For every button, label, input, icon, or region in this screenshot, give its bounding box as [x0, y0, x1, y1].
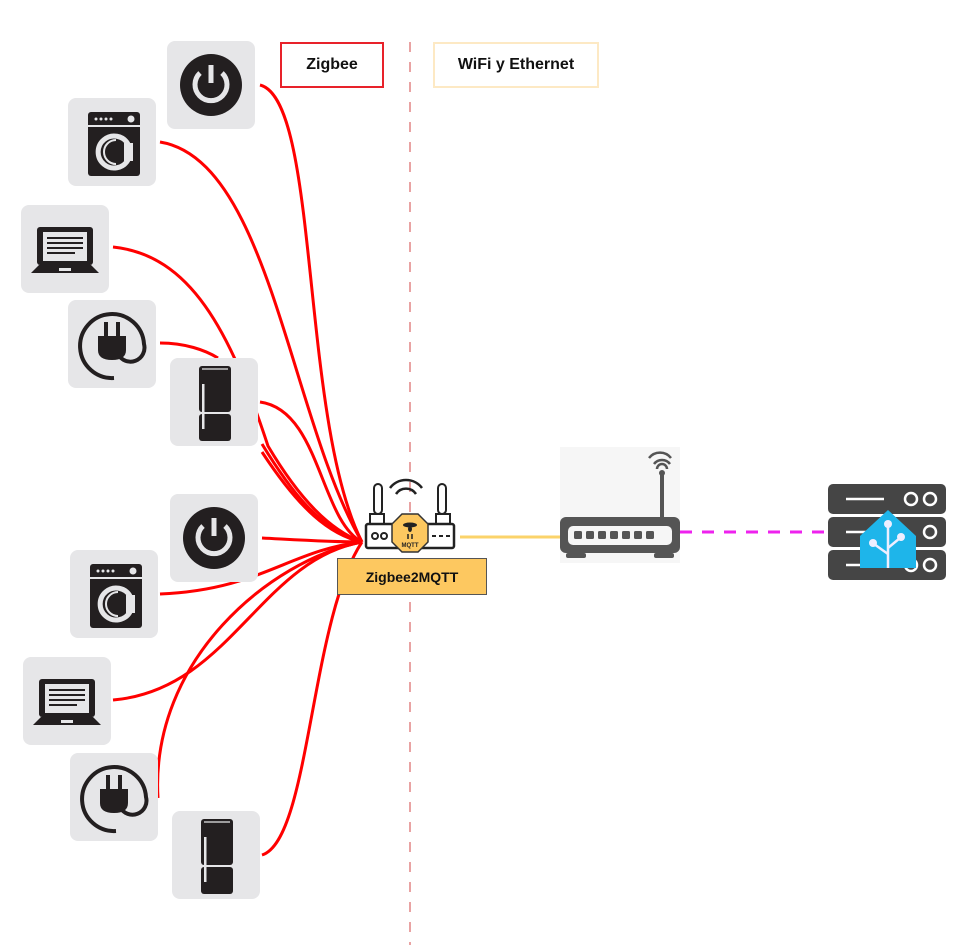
zigbee2mqtt-label: Zigbee2MQTT: [337, 558, 487, 595]
device-laptop-2[interactable]: [23, 657, 111, 745]
zigbee-link: [259, 83, 364, 543]
wifi-zone-label: WiFi y Ethernet: [433, 42, 599, 88]
device-laptop-1[interactable]: [21, 205, 109, 293]
power-button-icon: [183, 507, 245, 569]
wifi-router-icon: [560, 451, 680, 558]
device-washer-2[interactable]: [70, 550, 158, 638]
zigbee-link: [259, 400, 363, 544]
device-plug-1[interactable]: [68, 300, 156, 388]
washing-machine-icon: [90, 564, 142, 628]
device-power-2[interactable]: [170, 494, 258, 582]
laptop-icon: [33, 679, 101, 725]
wifi-router[interactable]: [560, 447, 680, 563]
mqtt-badge-text: MQTT: [402, 543, 419, 549]
washing-machine-icon: [88, 112, 140, 176]
power-plug-icon: [80, 765, 149, 834]
laptop-icon: [31, 227, 99, 273]
power-plug-icon: [78, 312, 147, 381]
device-fridge-1[interactable]: [170, 358, 258, 446]
zigbee-zone-label: Zigbee: [280, 42, 384, 88]
zigbee2mqtt-coordinator-icon[interactable]: MQTT: [360, 462, 460, 558]
device-fridge-2[interactable]: [172, 811, 260, 899]
zigbee-link: [159, 341, 219, 360]
zigbee-link: [156, 540, 363, 799]
zigbee-link: [159, 140, 364, 543]
zigbee-link: [159, 540, 363, 596]
home-assistant-server-icon[interactable]: [826, 482, 950, 582]
refrigerator-icon: [199, 366, 231, 441]
device-plug-2[interactable]: [70, 753, 158, 841]
zigbee-link: [260, 451, 363, 544]
device-power-1[interactable]: [167, 41, 255, 129]
device-washer-1[interactable]: [68, 98, 156, 186]
refrigerator-icon: [201, 819, 233, 894]
power-button-icon: [180, 54, 242, 116]
